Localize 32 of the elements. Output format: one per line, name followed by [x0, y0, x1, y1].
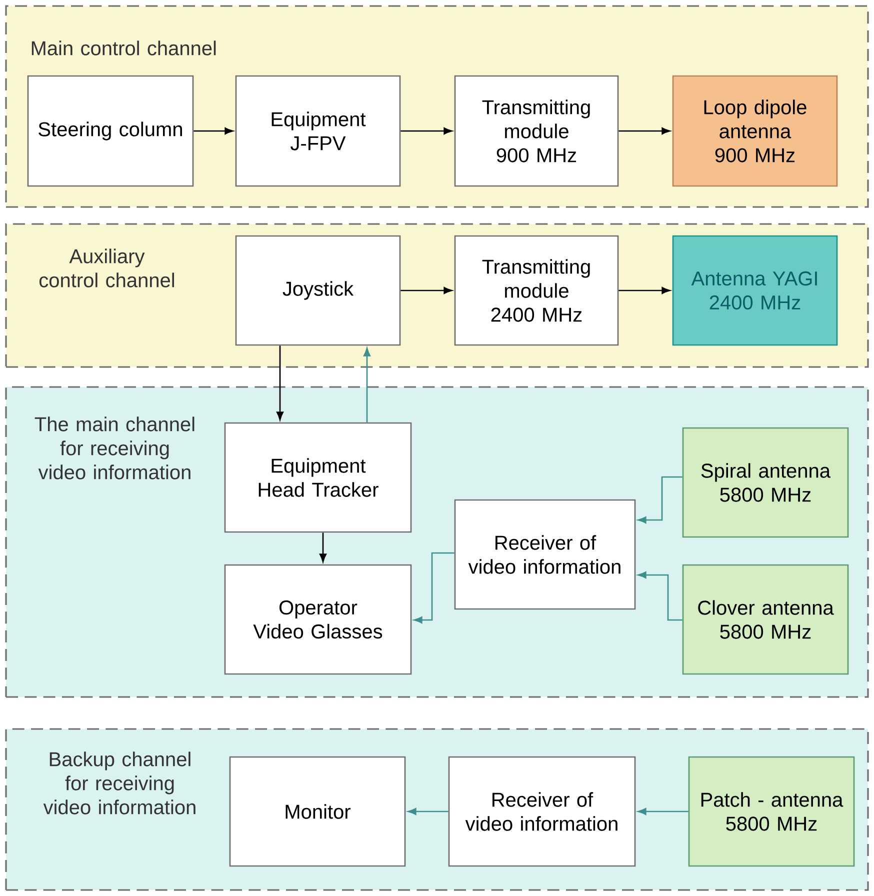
arrow — [276, 346, 284, 420]
process-box: Receiver of video information — [448, 756, 636, 867]
arrow — [194, 128, 234, 135]
process-box: Transmitting module 900 MHz — [454, 75, 619, 187]
panel-heading: The main channel for receiving video information — [34, 416, 194, 480]
arrow — [638, 572, 682, 621]
process-box: Equipment Head Tracker — [224, 422, 412, 533]
arrow — [364, 348, 370, 422]
arrow — [414, 552, 454, 624]
arrow — [400, 128, 452, 135]
arrow — [638, 476, 682, 524]
process-box: Equipment J-FPV — [235, 75, 401, 187]
process-box: Steering column — [27, 75, 194, 187]
arrow — [618, 287, 670, 294]
arrow — [638, 808, 688, 816]
process-box: Monitor — [229, 756, 406, 867]
antenna-box: Loop dipole antenna 900 MHz — [672, 75, 838, 187]
process-box: Transmitting module 2400 MHz — [454, 235, 619, 346]
panel-heading: Backup channel for receiving video information — [43, 752, 196, 814]
process-box: Receiver of video information — [454, 499, 636, 610]
antenna-box: Patch - antenna 5800 MHz — [688, 756, 855, 867]
panel-heading: Auxiliary control channel — [39, 248, 174, 288]
arrow — [400, 287, 452, 294]
process-box: Joystick — [235, 235, 401, 346]
process-box: Operator Video Glasses — [224, 564, 412, 675]
antenna-box: Clover antenna 5800 MHz — [682, 564, 849, 675]
antenna-box: Antenna YAGI 2400 MHz — [672, 235, 838, 346]
arrow — [618, 128, 670, 135]
arrow — [320, 532, 326, 562]
panel-heading: Main control channel — [32, 40, 216, 56]
antenna-box: Spiral antenna 5800 MHz — [682, 427, 849, 538]
arrow — [408, 808, 448, 816]
